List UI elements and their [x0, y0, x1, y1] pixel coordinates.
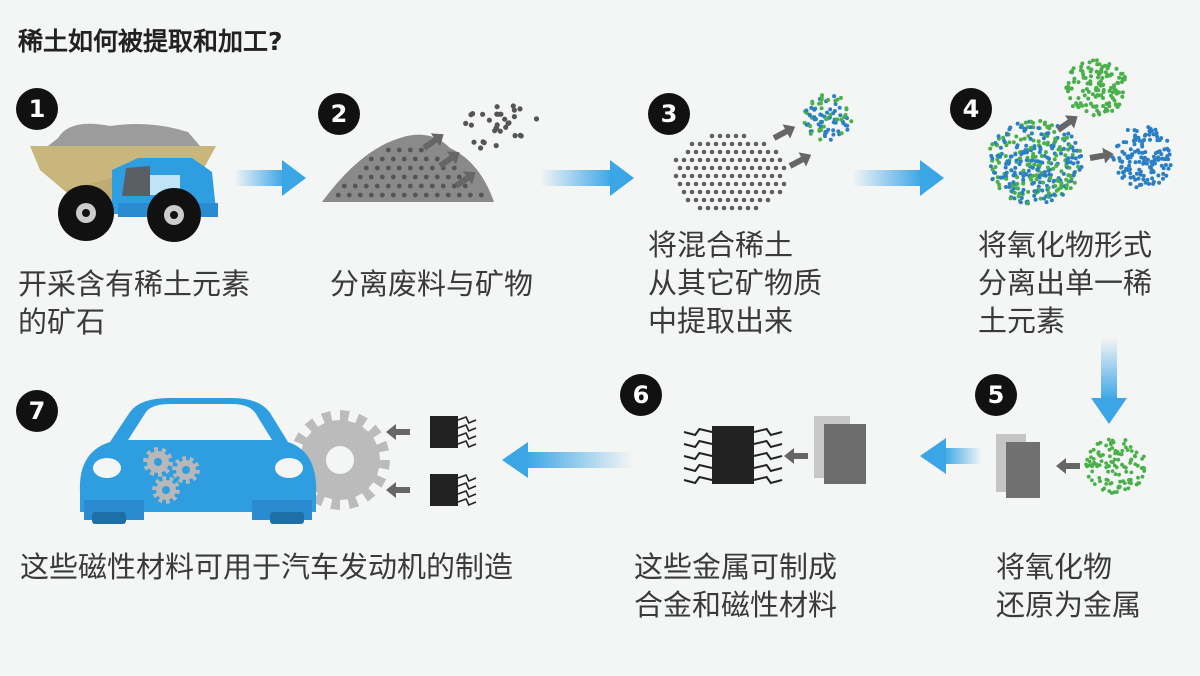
step-4-caption-line-1: 将氧化物形式 — [978, 228, 1153, 262]
step-3-caption-line-1: 将混合稀土 — [648, 228, 794, 262]
flow-arrow-4-5 — [1091, 338, 1127, 424]
metal-plates-icon — [996, 434, 1147, 498]
step-2-caption: 分离废料与矿物 — [330, 265, 533, 303]
mixed-particles-icon — [673, 93, 854, 211]
step-1-badge: 1 — [16, 88, 58, 130]
step-4-caption-line-2: 分离出单一稀 — [978, 266, 1153, 300]
car-icon — [79, 398, 317, 524]
flow-arrow-1-2 — [234, 160, 306, 196]
step-7-caption-line-1: 这些磁性材料可用于汽车发动机的制造 — [20, 550, 514, 584]
step-5-caption-line-1: 将氧化物 — [996, 550, 1113, 584]
separated-oxides-icon — [988, 58, 1173, 206]
step-6-caption-line-1: 这些金属可制成 — [634, 550, 838, 584]
step-5-caption-line-2: 还原为金属 — [996, 588, 1142, 622]
page-title: 稀土如何被提取和加工? — [18, 27, 283, 56]
step-7-badge: 7 — [16, 390, 58, 432]
dump-truck-icon — [30, 123, 218, 242]
step-5-caption: 将氧化物 还原为金属 — [996, 548, 1141, 624]
step-4-caption-line-3: 土元素 — [978, 304, 1066, 338]
step-7-caption: 这些磁性材料可用于汽车发动机的制造 — [20, 548, 513, 586]
step-3-caption: 将混合稀土 从其它矿物质 中提取出来 — [648, 226, 822, 340]
step-1-caption-line-1: 开采含有稀土元素 — [18, 267, 251, 301]
flow-arrow-6-7 — [502, 442, 632, 478]
step-6-caption-line-2: 合金和磁性材料 — [634, 588, 838, 622]
flow-arrow-5-6 — [920, 438, 982, 474]
step-3-caption-line-2: 从其它矿物质 — [648, 266, 823, 300]
flow-arrow-2-3 — [540, 160, 634, 196]
step-1-caption: 开采含有稀土元素 的矿石 — [18, 265, 250, 341]
step-6-badge: 6 — [620, 374, 662, 416]
step-3-badge: 3 — [648, 93, 690, 135]
step-3-caption-line-3: 中提取出来 — [648, 304, 794, 338]
step-5-badge: 5 — [975, 374, 1017, 416]
magnet-chip-icon — [683, 416, 866, 485]
step-1-caption-line-2: 的矿石 — [18, 305, 106, 339]
step-6-caption: 这些金属可制成 合金和磁性材料 — [634, 548, 837, 624]
step-2-caption-line-1: 分离废料与矿物 — [330, 267, 534, 301]
ore-pile-icon — [322, 103, 540, 202]
step-2-badge: 2 — [318, 93, 360, 135]
step-4-caption: 将氧化物形式 分离出单一稀 土元素 — [978, 226, 1152, 340]
small-chips-icon — [386, 415, 477, 507]
step-4-badge: 4 — [950, 88, 992, 130]
flow-arrow-3-4 — [852, 160, 944, 196]
